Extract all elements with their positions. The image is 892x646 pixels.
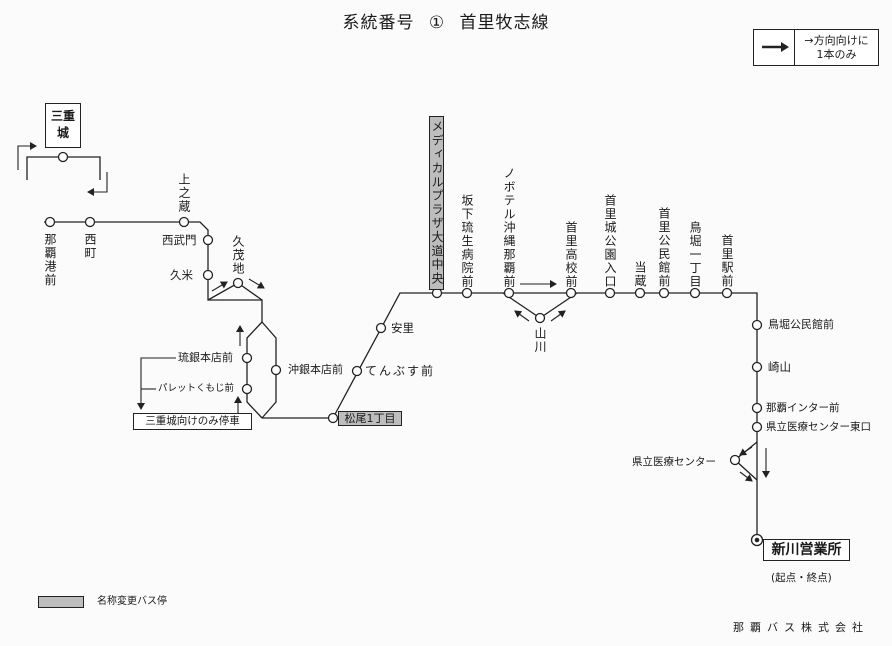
stop-label-nishinmon: 西武門: [162, 233, 197, 247]
renamed-stop-swatch: [38, 596, 84, 608]
stop-label-matsuo: 松尾1丁目: [338, 411, 402, 426]
stop-label-shuri-station: 首里駅前: [720, 234, 734, 288]
stop-marker-shuri-kominkan: [658, 287, 670, 299]
route-name: 首里牧志線: [459, 13, 550, 33]
stop-marker-sakashita: [461, 287, 473, 299]
stop-label-okigin: 沖銀本店前: [288, 363, 343, 376]
renamed-stop-legend-label: 名称変更バス停: [97, 596, 167, 607]
stop-label-kume: 久米: [170, 268, 193, 282]
page-title: 系統番号 ① 首里牧志線: [0, 8, 892, 33]
direction-legend: →方向向けに 1本のみ: [753, 29, 879, 66]
stop-marker-asato: [375, 322, 387, 334]
stop-label-tonokura: 当蔵: [633, 261, 647, 288]
direction-legend-line1: →方向向けに: [804, 33, 869, 47]
route-branch-ryugin: [246, 321, 263, 419]
route-line-west: [44, 221, 263, 322]
direction-arrow-mie-down: [87, 172, 108, 196]
stop-label-aragawa: 新川営業所: [763, 539, 850, 561]
stop-marker-sakiyama: [751, 361, 763, 373]
stop-label-shuri-hs: 首里高校前: [564, 220, 578, 289]
stop-label-uenokura: 上之蔵: [177, 172, 191, 214]
stop-label-hospital: 県立医療センター: [632, 456, 716, 468]
stop-marker-naha-ic: [751, 402, 763, 414]
stop-marker-mie-gusuku: [57, 151, 69, 163]
stop-label-asato: 安里: [391, 321, 414, 335]
direction-arrow-kumoji-down: [248, 278, 265, 289]
stop-marker-shuri-station: [721, 287, 733, 299]
direction-arrow-hospital-out: [739, 471, 753, 482]
stop-marker-kume: [202, 269, 214, 281]
stop-marker-torihori-kominkan: [751, 319, 763, 331]
direction-legend-arrow-cell: [754, 30, 795, 65]
route-line-main: [262, 292, 758, 540]
direction-arrow-kumoji-up: [211, 281, 228, 292]
direction-arrow-hospital-in: [739, 446, 753, 456]
stop-marker-yamagawa: [534, 312, 546, 324]
terminal-marker-aragawa-inner: [754, 537, 760, 543]
stop-marker-uenokura: [178, 216, 190, 228]
stop-marker-nishimachi: [84, 216, 96, 228]
stop-marker-ryugin: [241, 352, 253, 364]
direction-arrow-yamagawa-left: [514, 310, 530, 322]
stop-label-sakashita: 坂下琉生病院前: [460, 193, 474, 289]
stop-label-yamagawa: 山川: [533, 327, 547, 354]
stop-label-hospital-east: 県立医療センター東口: [766, 421, 871, 433]
stop-label-naha-port: 那覇港前: [43, 233, 57, 287]
stop-marker-naha-port: [44, 216, 56, 228]
stop-label-ryugin: 琉銀本店前: [178, 351, 233, 364]
arrow-right-icon: [762, 42, 789, 52]
route-number: ①: [428, 13, 446, 33]
route-number-label: 系統番号: [342, 13, 415, 33]
stop-label-torihori: 鳥堀一丁目: [688, 220, 702, 289]
stop-marker-palette: [241, 383, 253, 395]
stop-label-novotel: ノボテル沖縄那覇前: [502, 166, 516, 289]
direction-arrow-mie-up: [17, 142, 37, 170]
stop-label-shurijo: 首里城公園入口: [603, 193, 617, 289]
stop-label-shuri-kominkan: 首里公民館前: [657, 207, 671, 288]
stop-label-kumoji: 久茂地: [231, 234, 245, 276]
stop-marker-shuri-hs: [565, 287, 577, 299]
stop-label-medical: メディカルプラザ大道中央: [429, 116, 444, 290]
stop-marker-tonokura: [634, 287, 646, 299]
stop-marker-kumoji: [232, 277, 244, 289]
stop-marker-tenbusu: [351, 365, 363, 377]
stop-label-torihori-kominkan: 鳥堀公民館前: [768, 318, 834, 331]
stop-marker-nishinmon: [202, 234, 214, 246]
direction-arrow-yamagawa-right: [550, 310, 566, 322]
stop-label-mie-gusuku: 三重城: [45, 103, 81, 148]
mie-only-note: 三重城向けのみ停車: [133, 413, 252, 430]
direction-legend-line2: 1本のみ: [816, 47, 857, 61]
stop-label-nishimachi: 西町: [83, 233, 97, 260]
stop-marker-okigin: [270, 364, 282, 376]
stop-marker-novotel: [503, 287, 515, 299]
direction-legend-text: →方向向けに 1本のみ: [795, 30, 878, 65]
stop-marker-shurijo: [604, 287, 616, 299]
bracket-arrow-mie-only: [137, 357, 176, 410]
stop-label-tenbusu: てんぶす前: [365, 364, 436, 378]
stop-label-naha-ic: 那覇インター前: [766, 402, 840, 414]
stop-label-palette: パレットくもじ前: [158, 383, 235, 394]
terminal-note: (起点・終点): [771, 572, 832, 584]
stop-label-sakiyama: 崎山: [768, 360, 791, 374]
stop-marker-hospital: [729, 454, 741, 466]
stop-marker-matsuo: [327, 412, 339, 424]
company-name: 那覇バス株式会社: [733, 621, 869, 634]
stop-marker-torihori: [689, 287, 701, 299]
stop-marker-hospital-east: [751, 421, 763, 433]
